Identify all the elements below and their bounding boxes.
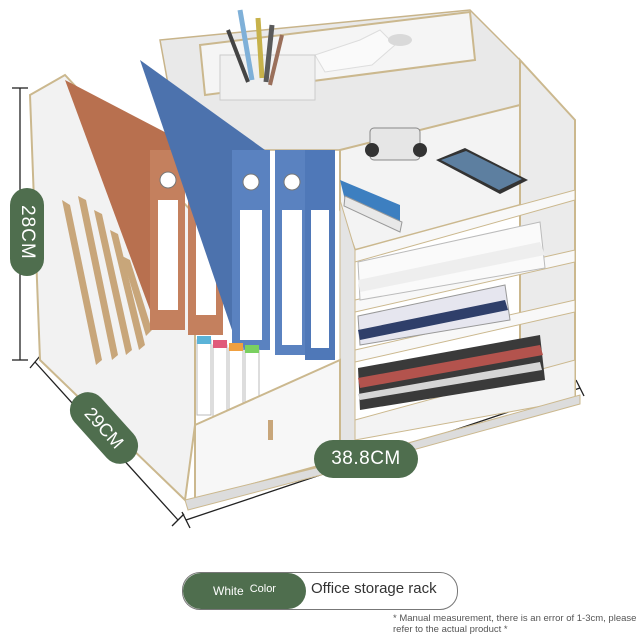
markers [196, 336, 260, 418]
width-dimension-badge: 38.8CM [314, 440, 418, 478]
height-dimension-label: 28CM [17, 204, 38, 260]
color-selector[interactable]: White Color [182, 572, 458, 610]
binders [65, 60, 335, 360]
measurement-note: * Manual measurement, there is an error … [393, 613, 637, 635]
color-label: Color [249, 583, 276, 595]
color-selected-value: White [213, 584, 244, 598]
desk-organizer [28, 9, 581, 511]
color-option-tag[interactable]: White Color [183, 573, 306, 609]
height-dimension-badge: 28CM [10, 188, 44, 276]
product-name: Office storage rack [311, 580, 437, 597]
width-dimension-label: 38.8CM [331, 448, 401, 469]
